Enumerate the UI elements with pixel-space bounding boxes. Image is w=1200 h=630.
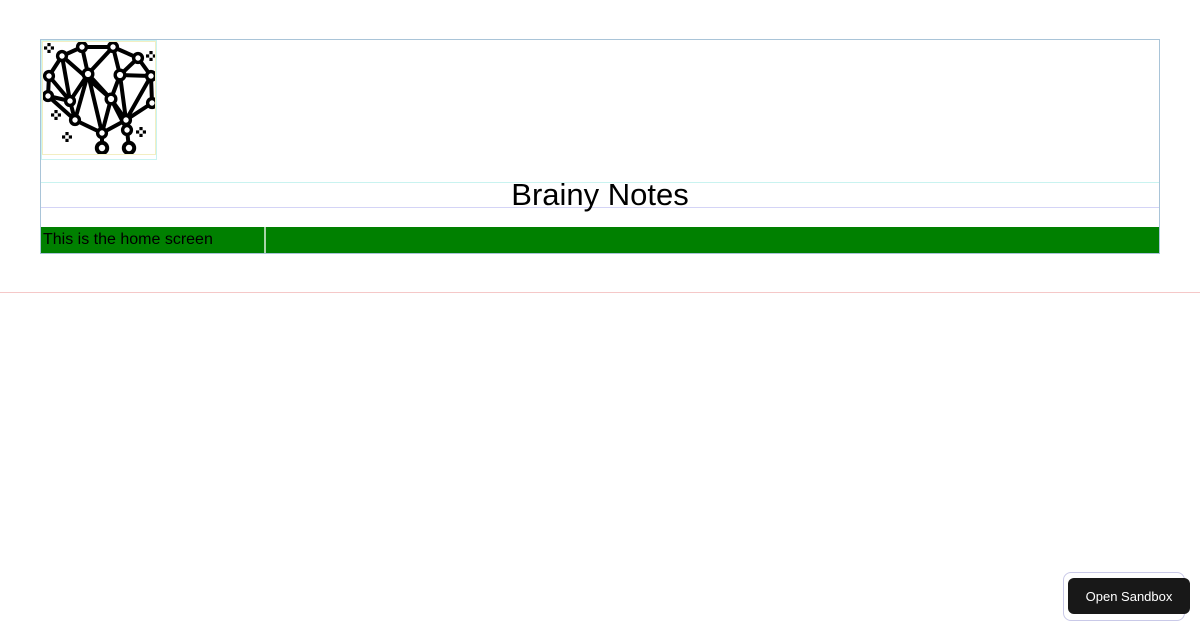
status-bar-divider <box>264 227 266 253</box>
notes-app-container: Brainy Notes This is the home screen <box>40 39 1160 254</box>
app-title: Brainy Notes <box>41 179 1159 210</box>
sparkle-icon <box>51 110 61 120</box>
horizontal-rule <box>0 292 1200 293</box>
status-bar: This is the home screen <box>41 227 1159 253</box>
brain-logo-svg <box>43 42 155 154</box>
brain-logo-icon <box>42 41 156 155</box>
status-bar-filler <box>266 227 1159 253</box>
sparkle-icon <box>136 127 146 137</box>
sparkle-icon <box>62 132 72 142</box>
status-message: This is the home screen <box>41 227 264 253</box>
open-sandbox-button[interactable]: Open Sandbox <box>1068 578 1190 614</box>
sparkle-icon <box>146 51 155 61</box>
logo-cell <box>41 40 157 160</box>
open-sandbox-card: Open Sandbox <box>1063 572 1190 621</box>
sparkle-icon <box>44 43 54 53</box>
